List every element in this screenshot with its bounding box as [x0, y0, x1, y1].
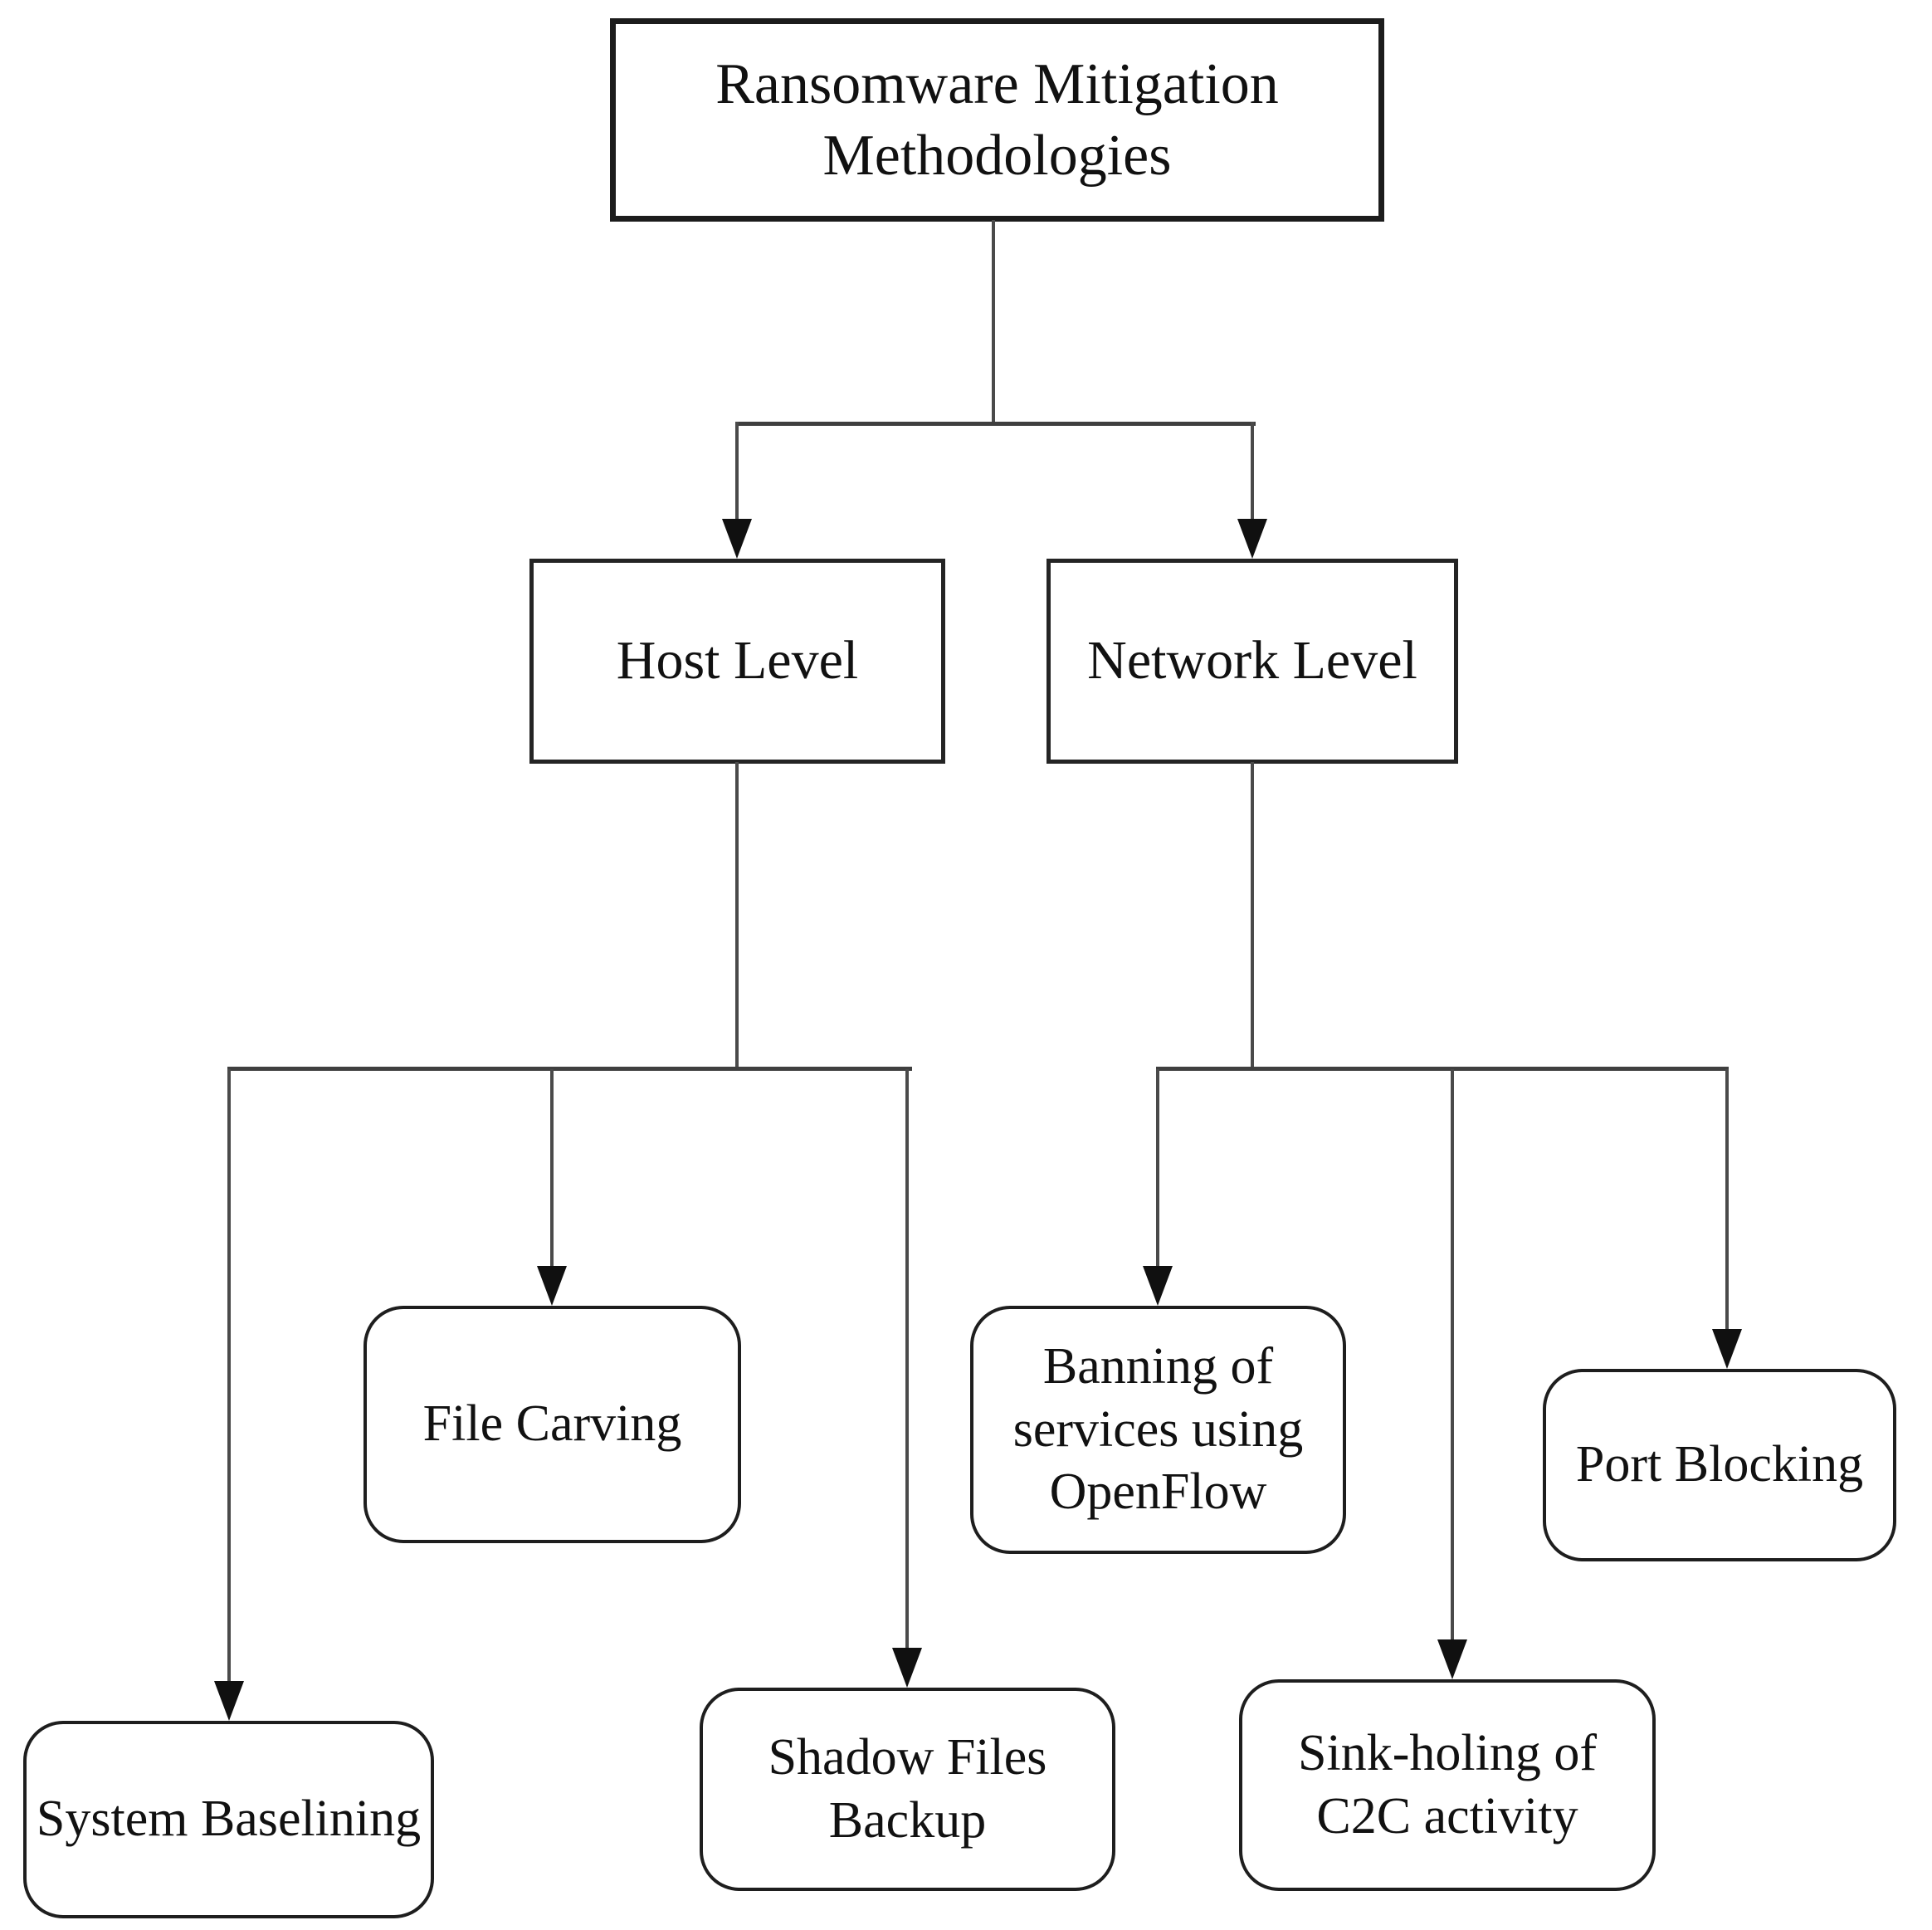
arrow-down-icon	[1712, 1329, 1742, 1369]
connector-drop-shadow-files	[905, 1069, 909, 1652]
node-network-level-label: Network Level	[1087, 630, 1417, 691]
node-root-label: Ransomware Mitigation Methodologies	[715, 52, 1279, 188]
node-port-blocking: Port Blocking	[1543, 1369, 1896, 1561]
node-port-blocking-label: Port Blocking	[1575, 1436, 1864, 1493]
connector-drop-host	[735, 422, 739, 524]
arrow-down-icon	[214, 1681, 244, 1721]
node-shadow-files-backup-label: Shadow Files Backup	[768, 1728, 1047, 1849]
connector-drop-file-carving	[550, 1069, 554, 1270]
arrow-down-icon	[537, 1266, 567, 1306]
connector-root-stem	[992, 220, 995, 423]
node-network-level: Network Level	[1046, 559, 1458, 764]
node-sinkholing-c2c-label: Sink-holing of C2C activity	[1298, 1724, 1597, 1844]
node-shadow-files-backup: Shadow Files Backup	[700, 1688, 1115, 1891]
connector-host-feed	[735, 762, 739, 1071]
arrow-down-icon	[892, 1648, 922, 1688]
connector-network-feed	[1251, 762, 1254, 1071]
connector-drop-network	[1251, 422, 1254, 524]
node-system-baselining-label: System Baselining	[36, 1791, 422, 1848]
connector-network-rail	[1156, 1067, 1729, 1071]
connector-drop-banning-openflow	[1156, 1069, 1159, 1270]
connector-drop-sinkholing	[1451, 1069, 1454, 1644]
node-file-carving: File Carving	[363, 1306, 741, 1543]
node-banning-openflow: Banning of services using OpenFlow	[970, 1306, 1346, 1554]
arrow-down-icon	[1237, 519, 1267, 559]
node-banning-openflow-label: Banning of services using OpenFlow	[1012, 1338, 1304, 1521]
arrow-down-icon	[1437, 1639, 1467, 1679]
connector-host-rail	[227, 1067, 912, 1071]
node-host-level-label: Host Level	[616, 630, 859, 691]
connector-drop-port-blocking	[1725, 1069, 1729, 1333]
node-root: Ransomware Mitigation Methodologies	[610, 18, 1384, 222]
node-host-level: Host Level	[529, 559, 945, 764]
arrow-down-icon	[1143, 1266, 1173, 1306]
connector-drop-system-baselining	[227, 1069, 231, 1685]
node-system-baselining: System Baselining	[23, 1721, 434, 1918]
arrow-down-icon	[722, 519, 752, 559]
node-file-carving-label: File Carving	[422, 1395, 682, 1453]
connector-top-rail	[735, 422, 1256, 426]
node-sinkholing-c2c: Sink-holing of C2C activity	[1239, 1679, 1656, 1891]
